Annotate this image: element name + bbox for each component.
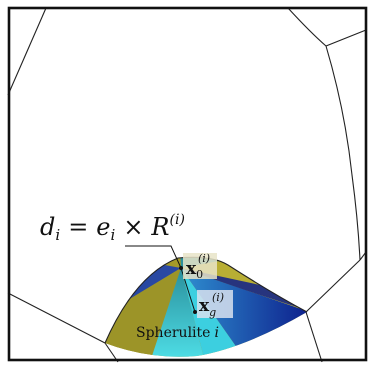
x0-point xyxy=(179,266,183,270)
boundary-mid-right xyxy=(305,259,361,313)
frame-border xyxy=(7,6,368,362)
x0-label-sup: (i) xyxy=(198,252,210,265)
equation: di=ei×R(i) xyxy=(40,212,185,244)
boundary-bottom-right xyxy=(305,311,323,363)
boundary-right-long xyxy=(325,45,361,261)
x0-label: x0 xyxy=(186,259,203,281)
boundary-top-right-arc xyxy=(287,7,327,47)
xg-label: xg xyxy=(199,296,216,319)
boundary-top-left xyxy=(7,7,47,96)
xg-label-bg xyxy=(197,290,233,318)
xg-point xyxy=(193,310,197,314)
grain-boundaries xyxy=(7,7,367,363)
equation-leader-line xyxy=(125,245,182,269)
x0-label-bg xyxy=(183,253,217,279)
boundary-left-bottom xyxy=(7,292,106,344)
boundary-right-short xyxy=(325,29,367,47)
xg-label-sup: (i) xyxy=(212,291,224,304)
